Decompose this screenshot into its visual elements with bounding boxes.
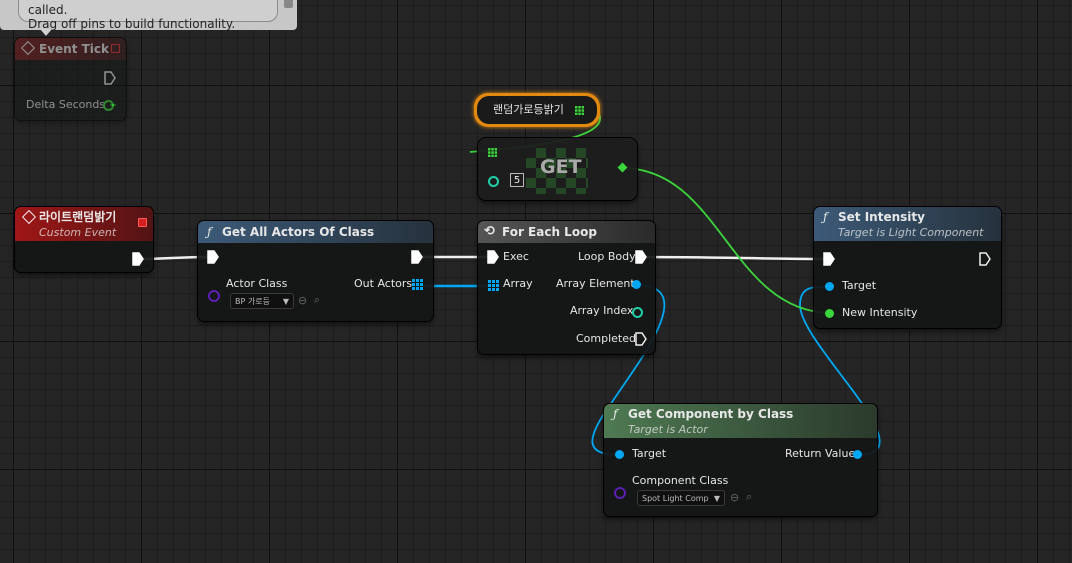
array-index-label: Array Index (570, 304, 634, 317)
get-all-actors-node[interactable]: ƒ Get All Actors Of Class Actor Class BP… (198, 221, 433, 321)
array-element-pin-icon[interactable] (632, 280, 641, 289)
browse-back-icon[interactable]: ⊖ (298, 294, 308, 307)
completed-label: Completed (576, 332, 636, 345)
chevron-down-icon: ▼ (282, 297, 289, 306)
target-label: Target (842, 279, 877, 292)
index-pin-icon[interactable] (488, 176, 499, 187)
component-class-dropdown[interactable]: Spot Light Comp ▼ (637, 490, 725, 506)
comment-line-1: This node is disabled and will not be ca… (28, 0, 246, 17)
comment-expand-icon[interactable] (284, 0, 293, 8)
exec-out-pin-icon[interactable] (634, 250, 648, 264)
comment-line-2: Drag off pins to build functionality. (28, 17, 236, 31)
variable-node[interactable]: 랜덤가로등밝기 (474, 93, 600, 127)
get-component-title: Get Component by Class (628, 407, 794, 421)
for-each-header: ⟲ For Each Loop (478, 221, 655, 243)
event-diamond-icon (20, 40, 36, 56)
get-component-subtitle: Target is Actor (628, 423, 708, 436)
function-icon: ƒ (823, 210, 828, 224)
get-title: GET (540, 156, 582, 178)
delta-seconds-pin-icon[interactable] (103, 100, 114, 111)
delegate-pin-icon[interactable] (138, 218, 147, 227)
chevron-down-icon: ▼ (713, 494, 720, 503)
set-intensity-title: Set Intensity (838, 210, 925, 224)
new-intensity-label: New Intensity (842, 306, 918, 319)
get-checker-bg (526, 148, 588, 194)
set-intensity-subtitle: Target is Light Component (838, 226, 984, 239)
array-index-pin-icon[interactable] (632, 307, 643, 318)
completed-exec-pin-icon[interactable] (634, 332, 648, 346)
exec-out-pin-icon[interactable] (131, 252, 145, 266)
for-each-loop-node[interactable]: ⟲ For Each Loop Exec Loop Body Array Arr… (478, 221, 655, 354)
delta-seconds-label: Delta Seconds (26, 98, 106, 111)
search-icon[interactable]: ⌕ (314, 293, 321, 306)
exec-wire-loopbody-to-setintensity (639, 255, 830, 261)
get-all-actors-title: Get All Actors Of Class (222, 225, 375, 239)
get-output-pin-icon[interactable] (617, 162, 628, 173)
actor-class-dropdown[interactable]: BP 가로등 ▼ (230, 293, 294, 309)
component-class-label: Component Class (632, 474, 729, 487)
array-element-label: Array Element (556, 277, 635, 290)
return-value-label: Return Value (785, 447, 856, 460)
get-component-node[interactable]: ƒ Get Component by Class Target is Actor… (604, 404, 877, 516)
out-actors-label: Out Actors (354, 277, 413, 290)
new-intensity-pin-icon[interactable] (825, 309, 834, 318)
exec-out-pin-icon[interactable] (103, 71, 117, 85)
loop-icon: ⟲ (484, 224, 495, 239)
variable-label: 랜덤가로등밝기 (493, 103, 564, 116)
array-label: Array (503, 277, 533, 290)
custom-event-node[interactable]: 라이트랜덤밝기 Custom Event (15, 207, 153, 272)
get-component-header: ƒ Get Component by Class Target is Actor (604, 404, 877, 438)
event-tick-title: Event Tick (39, 42, 110, 56)
array-grid-icon[interactable] (488, 148, 497, 157)
custom-event-header: 라이트랜덤밝기 Custom Event (15, 207, 153, 241)
return-value-pin-icon[interactable] (853, 450, 862, 459)
actor-class-value: BP 가로등 (235, 297, 270, 306)
exec-out-pin-icon[interactable] (978, 252, 992, 266)
exec-in-pin-icon[interactable] (206, 250, 220, 264)
disabled-comment: This node is disabled and will not be ca… (0, 0, 297, 36)
component-class-value: Spot Light Comp (642, 494, 709, 503)
actor-class-pin-icon[interactable] (208, 290, 220, 302)
array-grid-icon[interactable] (412, 279, 423, 290)
target-pin-icon[interactable] (615, 450, 624, 459)
event-diamond-icon (21, 209, 37, 225)
event-tick-header: Event Tick (15, 38, 126, 60)
exec-out-pin-icon[interactable] (410, 250, 424, 264)
exec-label: Exec (503, 250, 529, 263)
loop-body-label: Loop Body (578, 250, 636, 263)
target-pin-icon[interactable] (825, 282, 834, 291)
array-grid-icon[interactable] (488, 280, 499, 291)
exec-in-pin-icon[interactable] (822, 252, 836, 266)
actor-class-label: Actor Class (226, 277, 288, 290)
function-icon: ƒ (613, 407, 618, 421)
set-intensity-header: ƒ Set Intensity Target is Light Componen… (814, 207, 1001, 241)
custom-event-subtitle: Custom Event (39, 226, 117, 239)
custom-event-title: 라이트랜덤밝기 (39, 210, 117, 224)
set-intensity-node[interactable]: ƒ Set Intensity Target is Light Componen… (814, 207, 1001, 328)
for-each-title: For Each Loop (502, 225, 597, 239)
target-label: Target (632, 447, 667, 460)
get-all-actors-header: ƒ Get All Actors Of Class (198, 221, 433, 243)
array-get-node[interactable]: GET 5 (478, 138, 637, 200)
search-icon[interactable]: ⌕ (746, 490, 753, 503)
variable-inner: 랜덤가로등밝기 (477, 96, 597, 124)
delegate-pin-icon[interactable] (111, 44, 120, 53)
index-input[interactable]: 5 (510, 173, 524, 187)
comment-pointer (40, 29, 52, 36)
event-tick-node[interactable]: Event Tick Delta Seconds (15, 38, 126, 120)
comment-bubble: This node is disabled and will not be ca… (18, 0, 278, 31)
array-grid-icon[interactable] (575, 106, 584, 115)
component-class-pin-icon[interactable] (614, 487, 626, 499)
function-icon: ƒ (207, 225, 212, 239)
index-value: 5 (513, 175, 521, 186)
exec-in-pin-icon[interactable] (486, 250, 500, 264)
browse-back-icon[interactable]: ⊖ (730, 491, 740, 504)
